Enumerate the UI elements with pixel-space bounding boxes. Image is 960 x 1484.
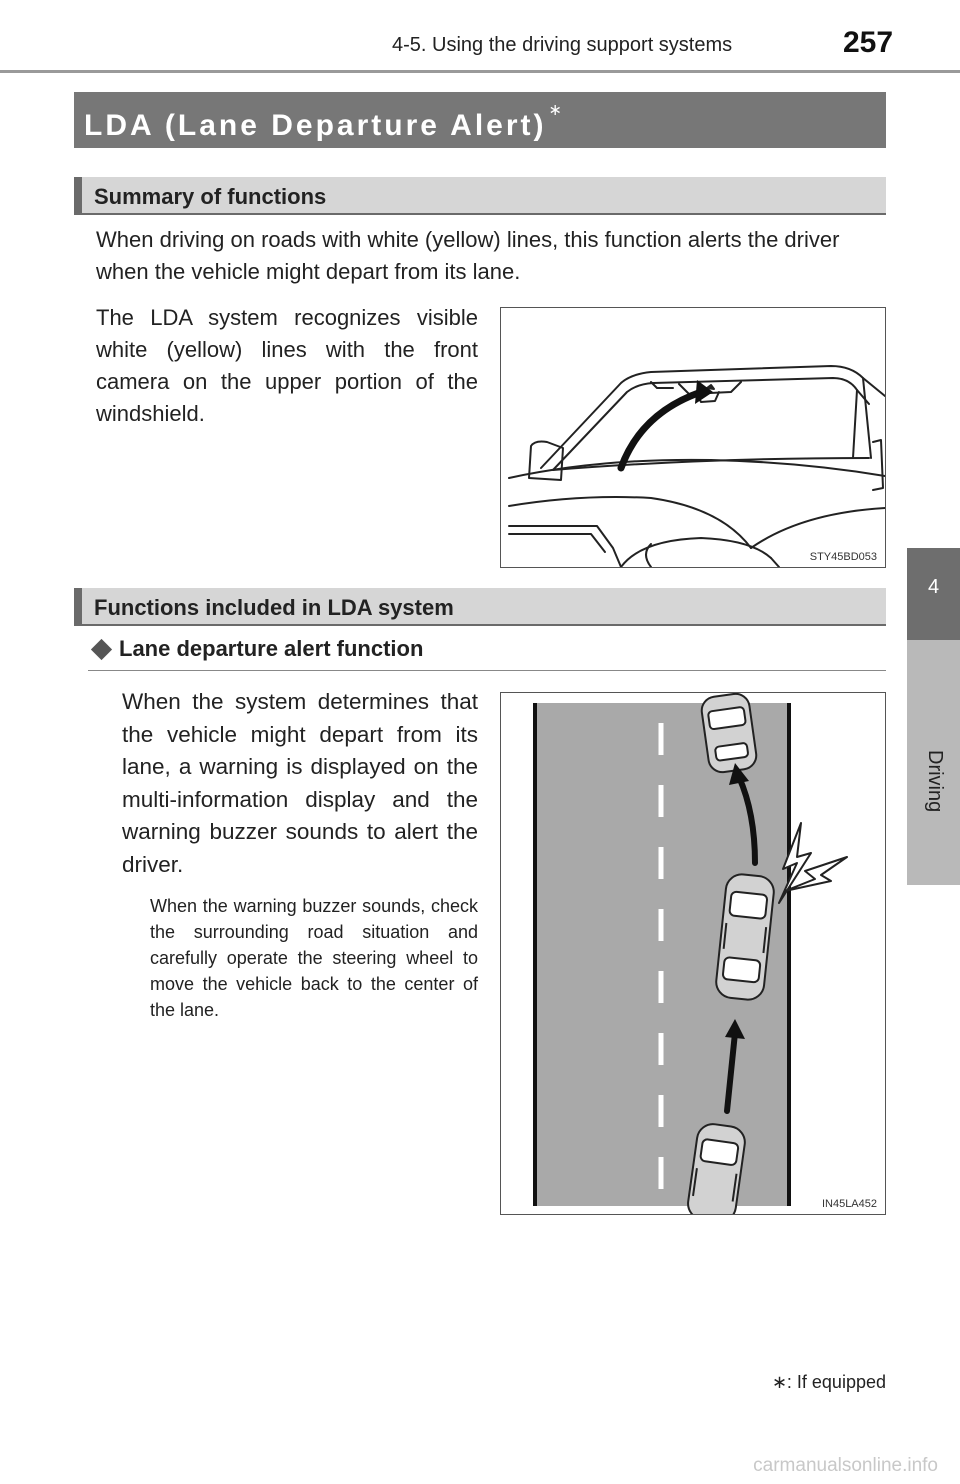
equipped-mark: ∗ (548, 102, 562, 119)
equipped-footnote: ∗: If equipped (771, 1372, 886, 1392)
lane-departure-heading: Lane departure alert function (88, 636, 423, 662)
lane-departure-figure: IN45LA452 (500, 692, 886, 1215)
figure-code: STY45BD053 (807, 551, 879, 563)
diamond-bullet-icon (90, 638, 113, 660)
chapter-tab: 4 (907, 548, 960, 640)
chapter-label-tab: Driving (907, 640, 960, 885)
chapter-label: Driving (924, 750, 946, 813)
summary-intro: When driving on roads with white (yellow… (96, 227, 840, 284)
chapter-number: 4 (927, 576, 940, 598)
functions-heading: Functions included in LDA system (74, 588, 886, 626)
summary-heading: Summary of functions (74, 177, 886, 215)
camera-description: The LDA system recognizes visible white … (96, 305, 478, 426)
vehicle-windshield-illustration (508, 365, 885, 567)
header-section-title: 4-5. Using the driving support systems (392, 34, 733, 56)
page-title: LDA (Lane Departure Alert) (84, 109, 547, 142)
function-rule (88, 670, 886, 671)
page-title-bar: LDA (Lane Departure Alert)∗ (74, 92, 886, 148)
lane-departure-illustration (533, 693, 848, 1214)
lane-departure-note: When the warning buzzer sounds, check th… (150, 896, 478, 1020)
page-number: 257 (843, 26, 894, 59)
lane-departure-description: When the system determines that the vehi… (122, 689, 478, 877)
site-watermark[interactable]: carmanualsonline.info (753, 1455, 938, 1476)
header-rule (0, 70, 960, 73)
figure-code: IN45LA452 (819, 1198, 879, 1210)
windshield-camera-figure: STY45BD053 (500, 307, 886, 568)
